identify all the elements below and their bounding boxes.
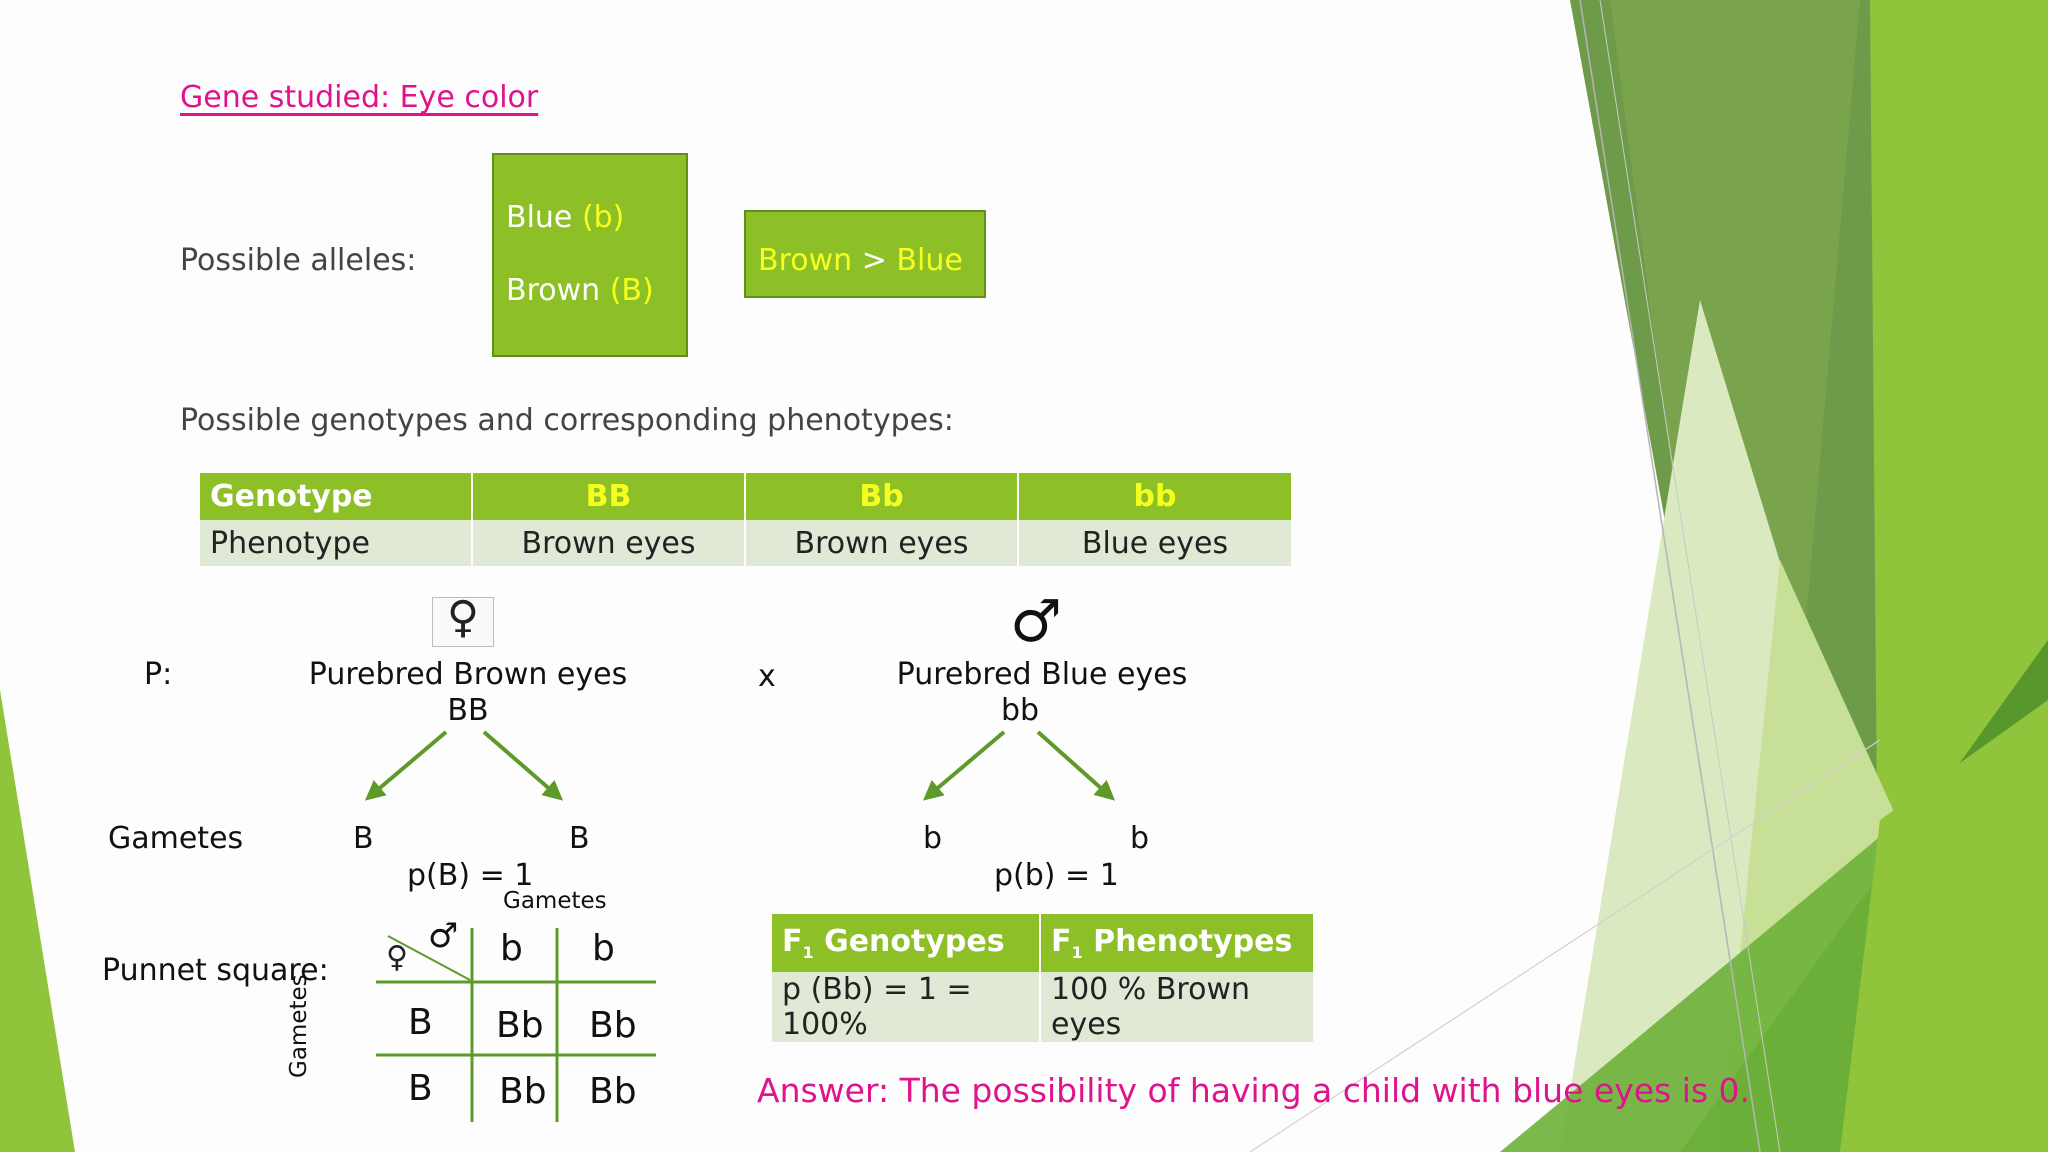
table-header-cell: Genotype (200, 473, 473, 520)
female-gamete-probability: p(B) = 1 (407, 858, 534, 893)
female-symbol-icon: ♀ (446, 592, 480, 643)
punnett-corner-male-icon: ♂ (428, 916, 459, 956)
table-cell: Blue eyes (1018, 520, 1291, 566)
allele-brown: Brown (B) (506, 273, 654, 308)
dominance-box: Brown > Blue (744, 210, 986, 298)
table-header-cell: Bb (745, 473, 1019, 520)
punnett-col-header: b (500, 928, 523, 969)
punnett-cell: Bb (589, 1071, 637, 1112)
arrow-icon (1036, 730, 1115, 801)
allele-blue: Blue (b) (506, 200, 625, 235)
genotypes-intro: Possible genotypes and corresponding phe… (180, 403, 954, 438)
male-gamete: b (923, 821, 943, 856)
table-header-cell: BB (472, 473, 746, 520)
arrow-icon (922, 730, 1006, 801)
male-gamete: b (1130, 821, 1150, 856)
female-gamete: B (569, 821, 590, 856)
f1-results-table: F1 Genotypes F1 Phenotypes p (Bb) = 1 = … (772, 914, 1313, 1042)
arrow-icon (482, 730, 564, 801)
table-row: p (Bb) = 1 = 100% 100 % Brown eyes (772, 972, 1313, 1042)
table-header-cell: F1 Genotypes (772, 914, 1041, 972)
female-symbol-frame (432, 597, 494, 647)
table-header-row: F1 Genotypes F1 Phenotypes (772, 914, 1313, 972)
parents-label: P: (144, 657, 173, 692)
table-cell: p (Bb) = 1 = 100% (772, 972, 1041, 1042)
gametes-label: Gametes (108, 821, 244, 856)
cross-symbol: x (758, 659, 776, 694)
punnett-row-header: B (408, 1002, 433, 1043)
genotype-phenotype-table: Genotype BB Bb bb Phenotype Brown eyes B… (200, 473, 1291, 566)
male-symbol-icon: ♂ (1010, 587, 1062, 655)
punnett-row-header: B (408, 1068, 433, 1109)
punnett-cell: Bb (499, 1071, 547, 1112)
female-parent-phenotype: Purebred Brown eyes (308, 657, 628, 692)
male-gamete-probability: p(b) = 1 (994, 858, 1119, 893)
female-parent-genotype: BB (447, 693, 489, 728)
punnett-cell: Bb (589, 1005, 637, 1046)
possible-alleles-label: Possible alleles: (180, 243, 417, 278)
table-header-cell: F1 Phenotypes (1040, 914, 1313, 972)
punnett-cell: Bb (496, 1005, 544, 1046)
table-cell: Brown eyes (472, 520, 746, 566)
table-row: Phenotype Brown eyes Brown eyes Blue eye… (200, 520, 1291, 566)
male-parent-phenotype: Purebred Blue eyes (896, 657, 1188, 692)
punnett-square-label: Punnet square: (102, 953, 329, 988)
dominance-statement: Brown > Blue (758, 243, 963, 278)
answer-text: Answer: The possibility of having a chil… (757, 1071, 1751, 1110)
table-cell: Brown eyes (745, 520, 1019, 566)
page-title: Gene studied: Eye color (180, 80, 539, 115)
table-header-cell: bb (1018, 473, 1291, 520)
table-cell: Phenotype (200, 520, 473, 566)
male-parent-genotype: bb (1000, 693, 1040, 728)
table-cell: 100 % Brown eyes (1040, 972, 1313, 1042)
punnett-col-header: b (592, 928, 615, 969)
alleles-box: Blue (b) Brown (B) (492, 153, 688, 357)
punnett-top-caption: Gametes (503, 888, 607, 914)
female-gamete: B (353, 821, 374, 856)
punnett-corner-female-icon: ♀ (386, 940, 408, 975)
arrow-icon (364, 730, 448, 801)
table-header-row: Genotype BB Bb bb (200, 473, 1291, 520)
